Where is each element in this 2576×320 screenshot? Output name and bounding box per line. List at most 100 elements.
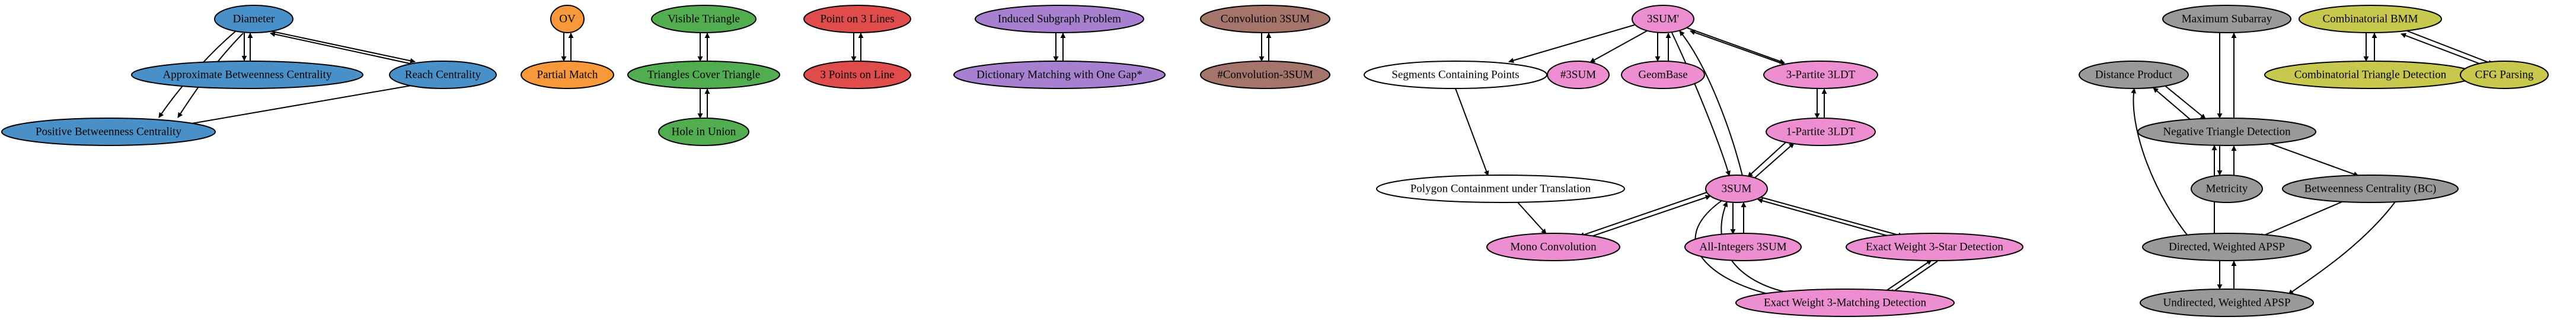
node-induced-subgraph-shape xyxy=(975,5,1144,33)
node-three-sum-shape xyxy=(1705,175,1768,203)
node-partial-match-shape xyxy=(521,61,614,89)
node-combinatorial-bmm: Combinatorial BMM xyxy=(2299,5,2442,33)
edge-arrow-34 xyxy=(1581,195,1711,240)
edge-arrow-59 xyxy=(2401,33,2488,67)
edge-arrow-37 xyxy=(1755,195,1904,238)
node-convolution-3sum-shape xyxy=(1200,5,1330,33)
edge-arrow-3 xyxy=(270,31,419,66)
node-ov-label: OV xyxy=(559,13,576,26)
node-induced-subgraph-label: Induced Subgraph Problem xyxy=(998,13,1121,26)
node-triangles-cover-shape xyxy=(627,61,780,89)
node-metricity-label: Metricity xyxy=(2206,183,2248,195)
edge-arrow-52 xyxy=(2258,200,2345,238)
node-cfg-parsing-label: CFG Parsing xyxy=(2475,69,2534,81)
node-exact-weight-3matching-label: Exact Weight 3-Matching Detection xyxy=(1764,297,1927,309)
node-count-convolution-3sum: #Convolution-3SUM xyxy=(1200,61,1330,89)
node-dictionary-matching: Dictionary Matching with One Gap* xyxy=(953,61,1166,89)
node-distance-product-label: Distance Product xyxy=(2095,69,2173,81)
edge-arrow-6 xyxy=(177,84,416,128)
node-segments-containing: Segments Containing Points xyxy=(1364,61,1547,89)
edge-arrow-2 xyxy=(266,30,416,64)
node-three-sum-prime-shape xyxy=(1632,5,1694,33)
node-segments-containing-label: Segments Containing Points xyxy=(1391,69,1519,81)
node-diameter: Diameter xyxy=(214,5,293,33)
edge-arrow-58 xyxy=(2406,30,2494,65)
node-undirected-apsp-label: Undirected, Weighted APSP xyxy=(2163,297,2290,309)
node-count-convolution-3sum-shape xyxy=(1200,61,1330,89)
edge-arrow-42 xyxy=(1889,261,1938,294)
node-cfg-parsing: CFG Parsing xyxy=(2460,61,2549,89)
node-mono-convolution-label: Mono Convolution xyxy=(1510,241,1597,254)
edge-arrow-41 xyxy=(1884,259,1932,293)
node-exact-weight-3star: Exact Weight 3-Star Detection xyxy=(1846,233,2023,261)
node-geombase-shape xyxy=(1621,61,1705,89)
node-geombase-label: GeomBase xyxy=(1638,69,1687,81)
edge-arrow-32 xyxy=(1517,202,1547,235)
edge-arrow-27 xyxy=(1747,140,1788,178)
node-combinatorial-triangle-label: Combinatorial Triangle Detection xyxy=(2294,69,2447,81)
node-three-partite-3ldt-shape xyxy=(1763,61,1878,89)
node-undirected-apsp-shape xyxy=(2140,289,2314,317)
node-count-3sum-label: #3SUM xyxy=(1560,69,1596,81)
node-reach-centrality-label: Reach Centrality xyxy=(405,69,481,81)
node-exact-weight-3star-label: Exact Weight 3-Star Detection xyxy=(1866,241,2003,254)
edge-arrow-40 xyxy=(1720,201,1796,294)
node-directed-apsp: Directed, Weighted APSP xyxy=(2142,233,2312,261)
node-betweenness-bc-label: Betweenness Centrality (BC) xyxy=(2304,183,2437,195)
node-point-on-3-lines-shape xyxy=(803,5,911,33)
node-three-sum: 3SUM xyxy=(1705,175,1768,203)
node-exact-weight-3star-shape xyxy=(1846,233,2023,261)
node-triangles-cover-label: Triangles Cover Triangle xyxy=(647,69,760,81)
node-diameter-shape xyxy=(214,5,293,33)
node-polygon-containment-shape xyxy=(1376,175,1625,203)
node-count-convolution-3sum-label: #Convolution-3SUM xyxy=(1217,69,1313,81)
node-combinatorial-bmm-label: Combinatorial BMM xyxy=(2323,13,2418,26)
node-negative-triangle: Negative Triangle Detection xyxy=(2137,118,2316,146)
edge-arrow-23 xyxy=(1685,27,1785,64)
node-directed-apsp-shape xyxy=(2142,233,2312,261)
node-dictionary-matching-label: Dictionary Matching with One Gap* xyxy=(976,69,1142,81)
edge-arrow-19 xyxy=(1508,24,1635,64)
node-convolution-3sum-label: Convolution 3SUM xyxy=(1221,13,1310,26)
node-maximum-subarray-shape xyxy=(2162,5,2291,33)
node-negative-triangle-shape xyxy=(2137,118,2316,146)
node-ov: OV xyxy=(550,5,585,33)
node-reach-centrality-shape xyxy=(389,61,497,89)
node-ov-shape xyxy=(550,5,585,33)
node-distance-product-shape xyxy=(2079,61,2189,89)
node-undirected-apsp: Undirected, Weighted APSP xyxy=(2140,289,2314,317)
node-one-partite-3ldt: 1-Partite 3LDT xyxy=(1766,118,1876,146)
node-three-sum-prime: 3SUM' xyxy=(1632,5,1694,33)
node-count-3sum: #3SUM xyxy=(1547,61,1610,89)
node-one-partite-3ldt-shape xyxy=(1766,118,1876,146)
node-negative-triangle-label: Negative Triangle Detection xyxy=(2163,126,2291,138)
node-dictionary-matching-shape xyxy=(953,61,1166,89)
node-all-integers-3sum-label: All-Integers 3SUM xyxy=(1699,241,1786,254)
node-exact-weight-3matching-shape xyxy=(1735,289,1955,317)
edge-arrow-38 xyxy=(1757,198,1905,241)
node-approx-betweenness: Approximate Betweenness Centrality xyxy=(131,61,363,89)
node-diameter-label: Diameter xyxy=(233,13,275,26)
node-all-integers-3sum-shape xyxy=(1684,233,1802,261)
node-three-points-on-line-shape xyxy=(803,61,911,89)
node-point-on-3-lines-label: Point on 3 Lines xyxy=(820,13,894,26)
edges-layer xyxy=(158,24,2494,300)
node-positive-betweenness-label: Positive Betweenness Centrality xyxy=(36,126,181,138)
edge-arrow-45 xyxy=(2163,84,2206,119)
node-positive-betweenness: Positive Betweenness Centrality xyxy=(1,118,216,146)
node-mono-convolution: Mono Convolution xyxy=(1486,233,1620,261)
node-three-sum-prime-label: 3SUM' xyxy=(1647,13,1679,26)
node-maximum-subarray-label: Maximum Subarray xyxy=(2182,13,2272,26)
node-maximum-subarray: Maximum Subarray xyxy=(2162,5,2291,33)
node-count-3sum-shape xyxy=(1547,61,1610,89)
node-hole-in-union-shape xyxy=(658,118,749,146)
node-partial-match: Partial Match xyxy=(521,61,614,89)
node-distance-product: Distance Product xyxy=(2079,61,2189,89)
node-visible-triangle-shape xyxy=(651,5,756,33)
node-combinatorial-bmm-shape xyxy=(2299,5,2442,33)
node-reach-centrality: Reach Centrality xyxy=(389,61,497,89)
edge-arrow-24 xyxy=(1690,30,1791,67)
node-exact-weight-3matching: Exact Weight 3-Matching Detection xyxy=(1735,289,1955,317)
